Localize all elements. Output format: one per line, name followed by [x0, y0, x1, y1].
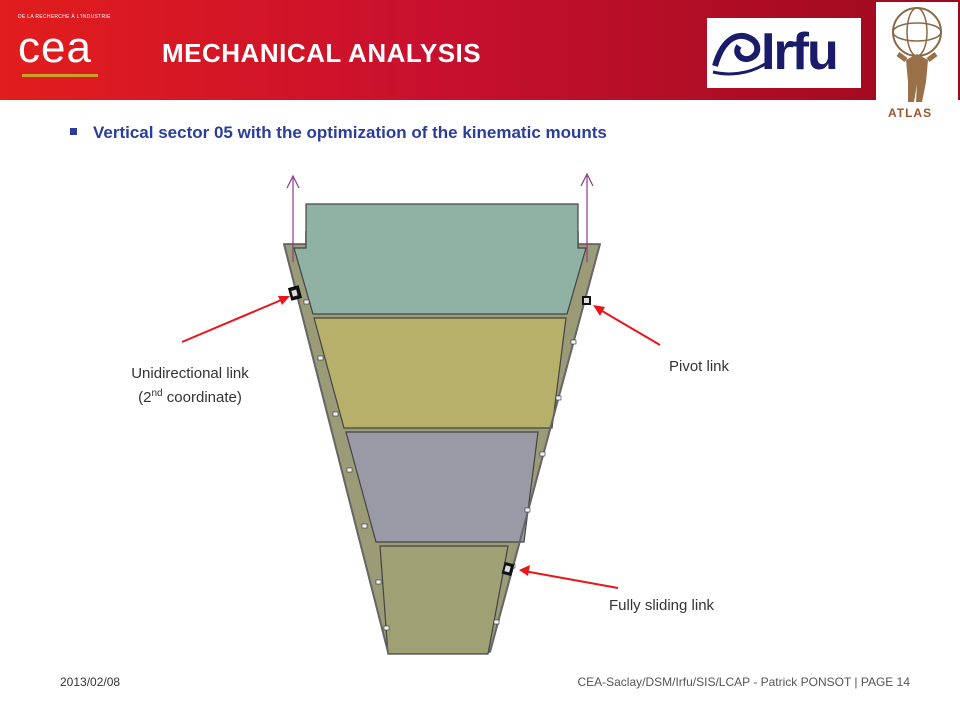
- cea-logo-text: cea: [18, 23, 92, 72]
- cea-tagline: DE LA RECHERCHE À L'INDUSTRIE: [18, 14, 111, 20]
- label-unidirectional-line1: Unidirectional link: [131, 365, 249, 382]
- label-pivot-link: Pivot link: [669, 358, 730, 375]
- bullet-text: Vertical sector 05 with the optimization…: [93, 123, 607, 142]
- rail-clips: [303, 299, 577, 631]
- irfu-swoosh-icon: [712, 33, 766, 76]
- atlas-logo: ATLAS: [876, 2, 958, 124]
- bullet-square-icon: [70, 128, 77, 135]
- arrowhead-pivot: [593, 305, 605, 316]
- footer-credit: CEA-Saclay/DSM/Irfu/SIS/LCAP - Patrick P…: [577, 675, 910, 689]
- atlas-logo-text: ATLAS: [888, 106, 933, 120]
- panel-grey: [345, 431, 539, 543]
- panel-teal: [293, 203, 587, 315]
- slide-title: MECHANICAL ANALYSIS: [162, 38, 482, 68]
- label-unidirectional-line2: (2nd coordinate): [138, 388, 242, 406]
- irfu-logo: Irfu: [707, 18, 861, 88]
- force-arrows: [286, 172, 594, 262]
- left-rail: [283, 243, 389, 653]
- bullet-item: Vertical sector 05 with the optimization…: [70, 123, 607, 143]
- cea-logo-underline: [22, 74, 98, 77]
- irfu-logo-text: Irfu: [761, 23, 839, 81]
- right-rail: [489, 243, 601, 653]
- cea-logo: DE LA RECHERCHE À L'INDUSTRIE cea: [18, 14, 111, 84]
- label-unidirectional-link: Unidirectional link (2nd coordinate): [112, 364, 268, 408]
- pointer-arrows: [181, 297, 661, 589]
- panel-khaki: [379, 545, 509, 655]
- footer-date: 2013/02/08: [60, 675, 121, 689]
- label-fully-sliding-link: Fully sliding link: [609, 597, 715, 614]
- arrowhead-sliding: [519, 565, 530, 576]
- panel-olive: [313, 317, 567, 429]
- atlas-figure-icon: [892, 7, 942, 102]
- arrowhead-unidirectional: [278, 296, 290, 305]
